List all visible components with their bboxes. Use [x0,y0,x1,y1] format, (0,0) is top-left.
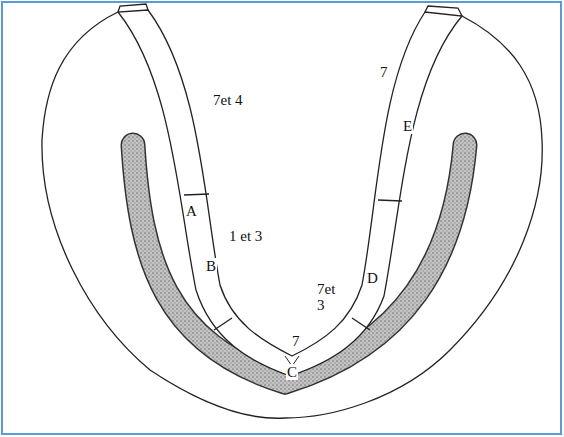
segment-divider [352,318,370,330]
segment-divider [214,318,232,330]
segment-divider [184,194,209,195]
segment-note: 7et 4 [212,92,244,108]
segment-divider [378,200,402,201]
segment-letter: E [402,118,413,134]
segment-letter: C [286,364,298,380]
segment-note: 7 [379,64,389,80]
segment-letter: D [366,270,379,286]
segment-note: 7 [291,333,301,349]
segment-note: 7et 3 [316,281,344,313]
tray-strip [118,10,462,376]
segment-note: 1 et 3 [228,228,263,244]
segment-letter: B [205,258,217,274]
frame [2,2,561,434]
segment-letter: A [185,203,198,219]
